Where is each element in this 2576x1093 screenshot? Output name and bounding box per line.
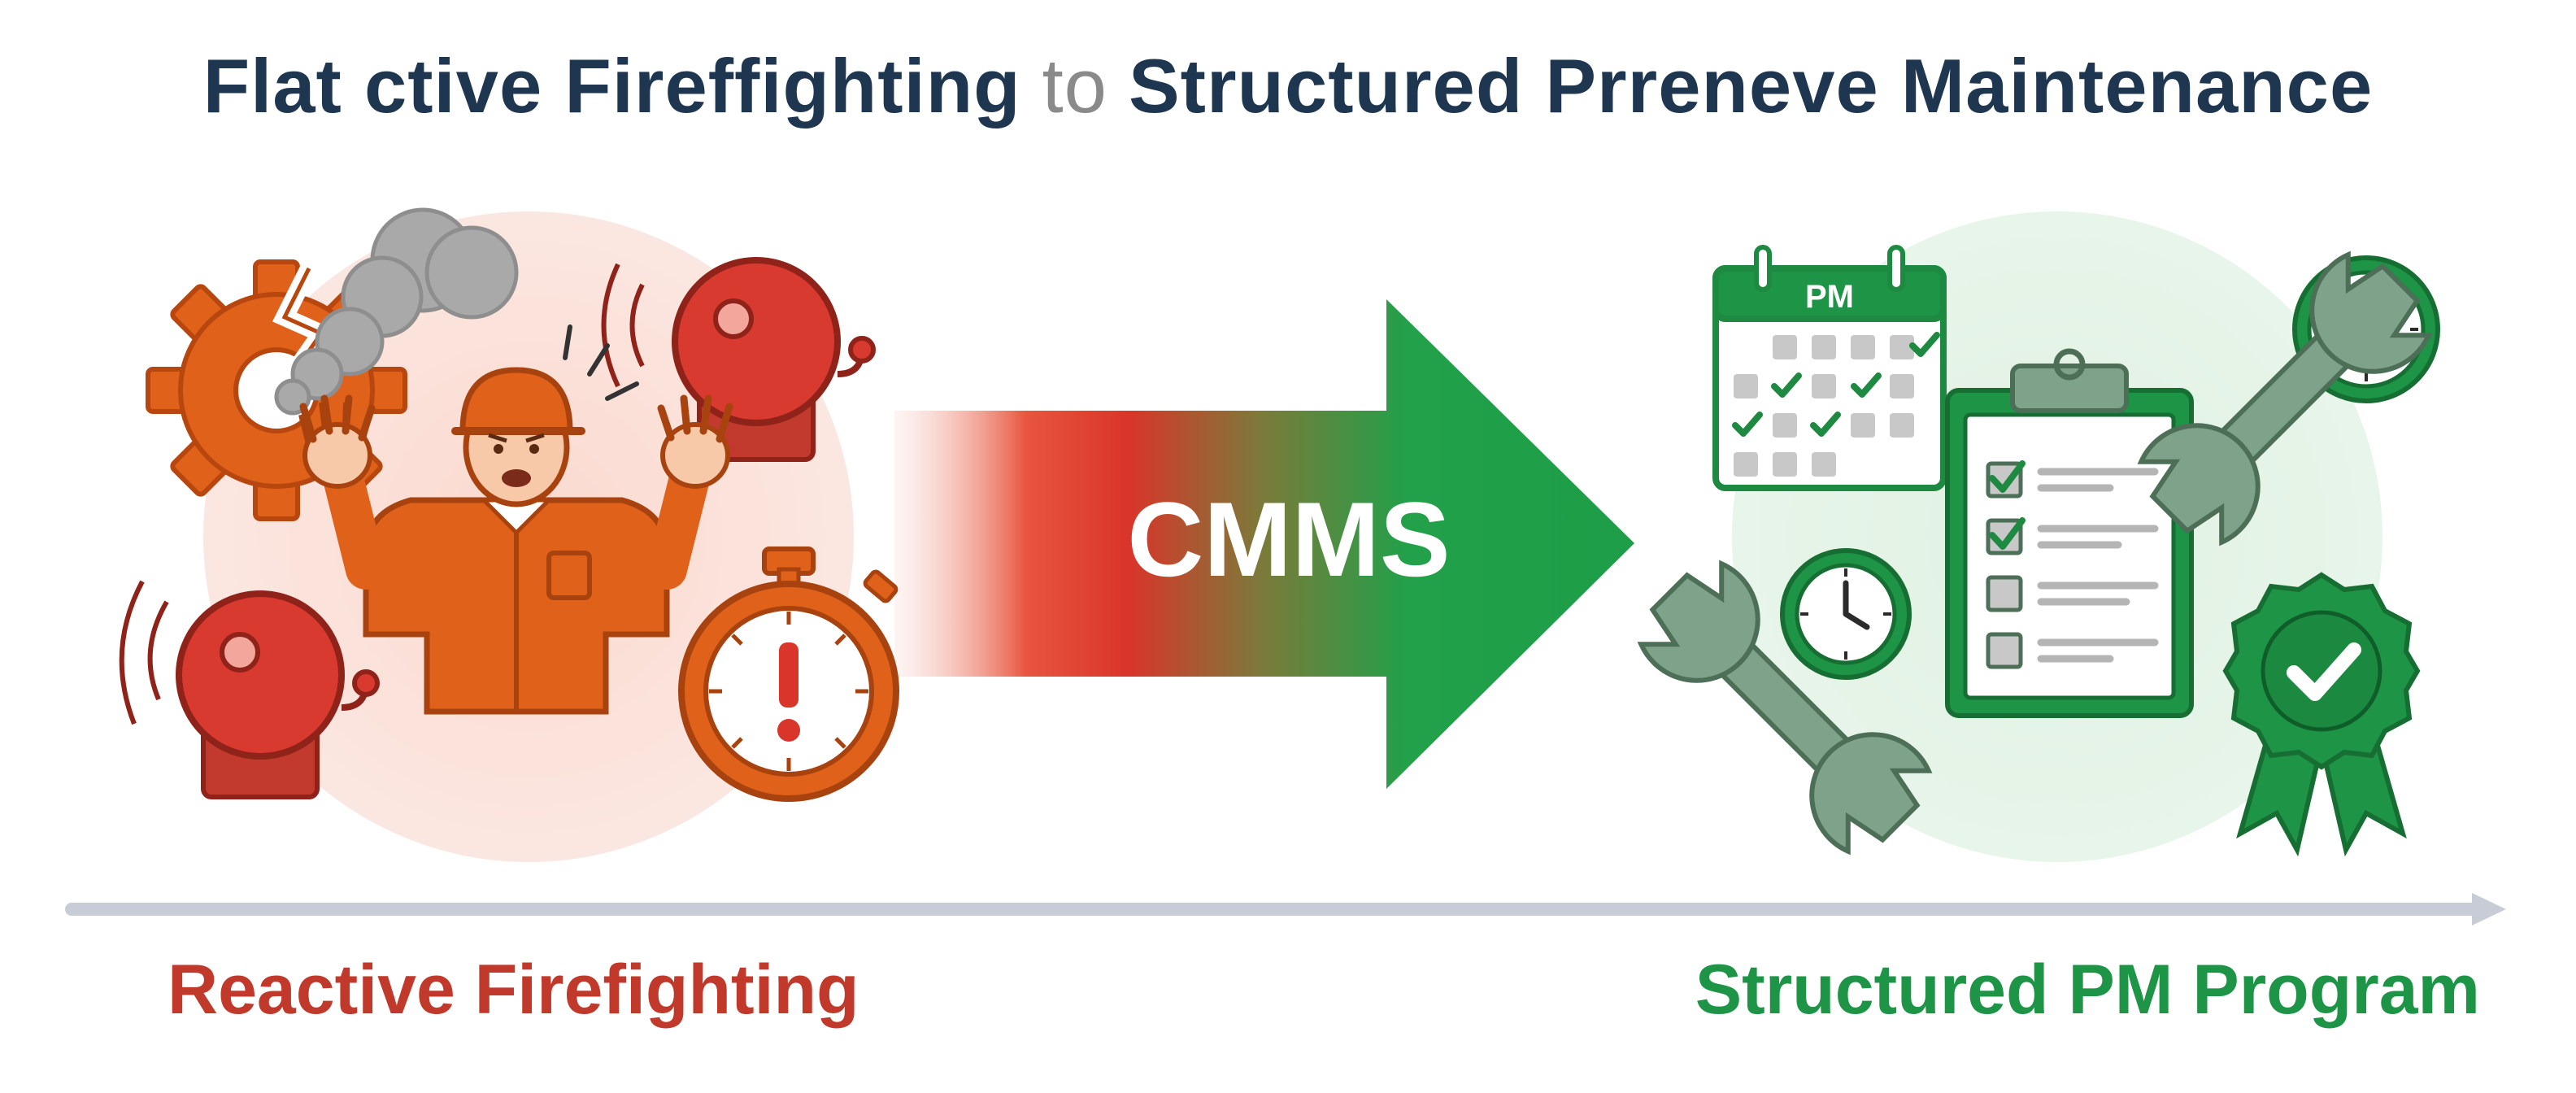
panicked-worker-icon [298,324,733,715]
arrow-label: CMMS [1127,480,1450,599]
transition-arrow [894,299,1634,789]
title-part-reactive: Flat ctive Fireffighting [202,43,1021,128]
timeline-axis [65,893,2506,925]
alarm-bell-icon [601,257,876,462]
clock-icon [1780,548,1912,680]
structured-label: Structured PM Program [1695,951,2480,1029]
calendar-label: PM [1805,279,1854,315]
wrench-icon [1637,560,1933,856]
smoke-icon [274,207,519,416]
wrench-icon [2137,250,2433,546]
stopwatch-alert-icon [678,546,899,802]
approval-badge-icon [2222,572,2421,857]
title-part-structured: Structured Prreneve Maintenance [1128,43,2374,128]
pm-calendar-icon: PM [1712,245,1947,491]
title-connector: to [1042,43,1107,128]
alarm-bell-icon [119,580,380,799]
checklist-clipboard-icon [1945,348,2194,718]
reactive-label: Reactive Firefighting [168,951,859,1029]
